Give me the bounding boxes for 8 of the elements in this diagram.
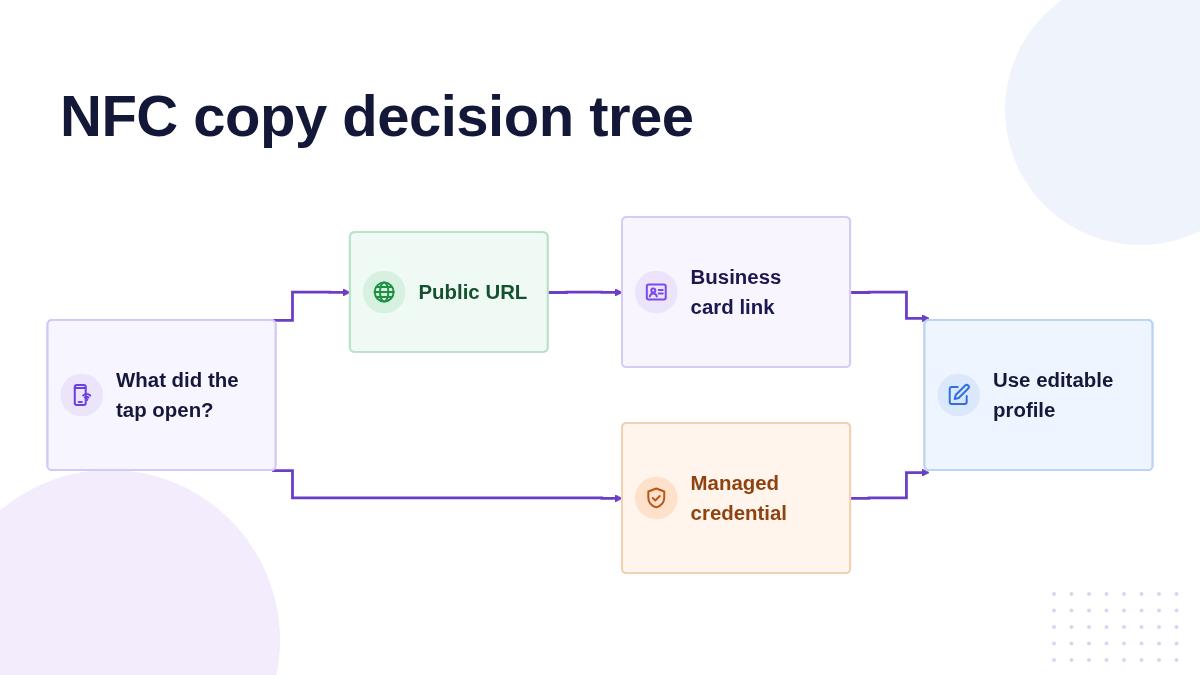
node-text: Use editable profile bbox=[993, 367, 1115, 424]
diagram-title: NFC copy decision tree bbox=[60, 82, 694, 149]
node-text: Public URL bbox=[418, 279, 528, 306]
node-text: Managed credential bbox=[690, 470, 788, 527]
arrow bbox=[850, 468, 930, 500]
arrow bbox=[850, 290, 930, 323]
node-text: Business card link bbox=[690, 264, 783, 321]
node-text: What did the tap open? bbox=[116, 367, 240, 424]
